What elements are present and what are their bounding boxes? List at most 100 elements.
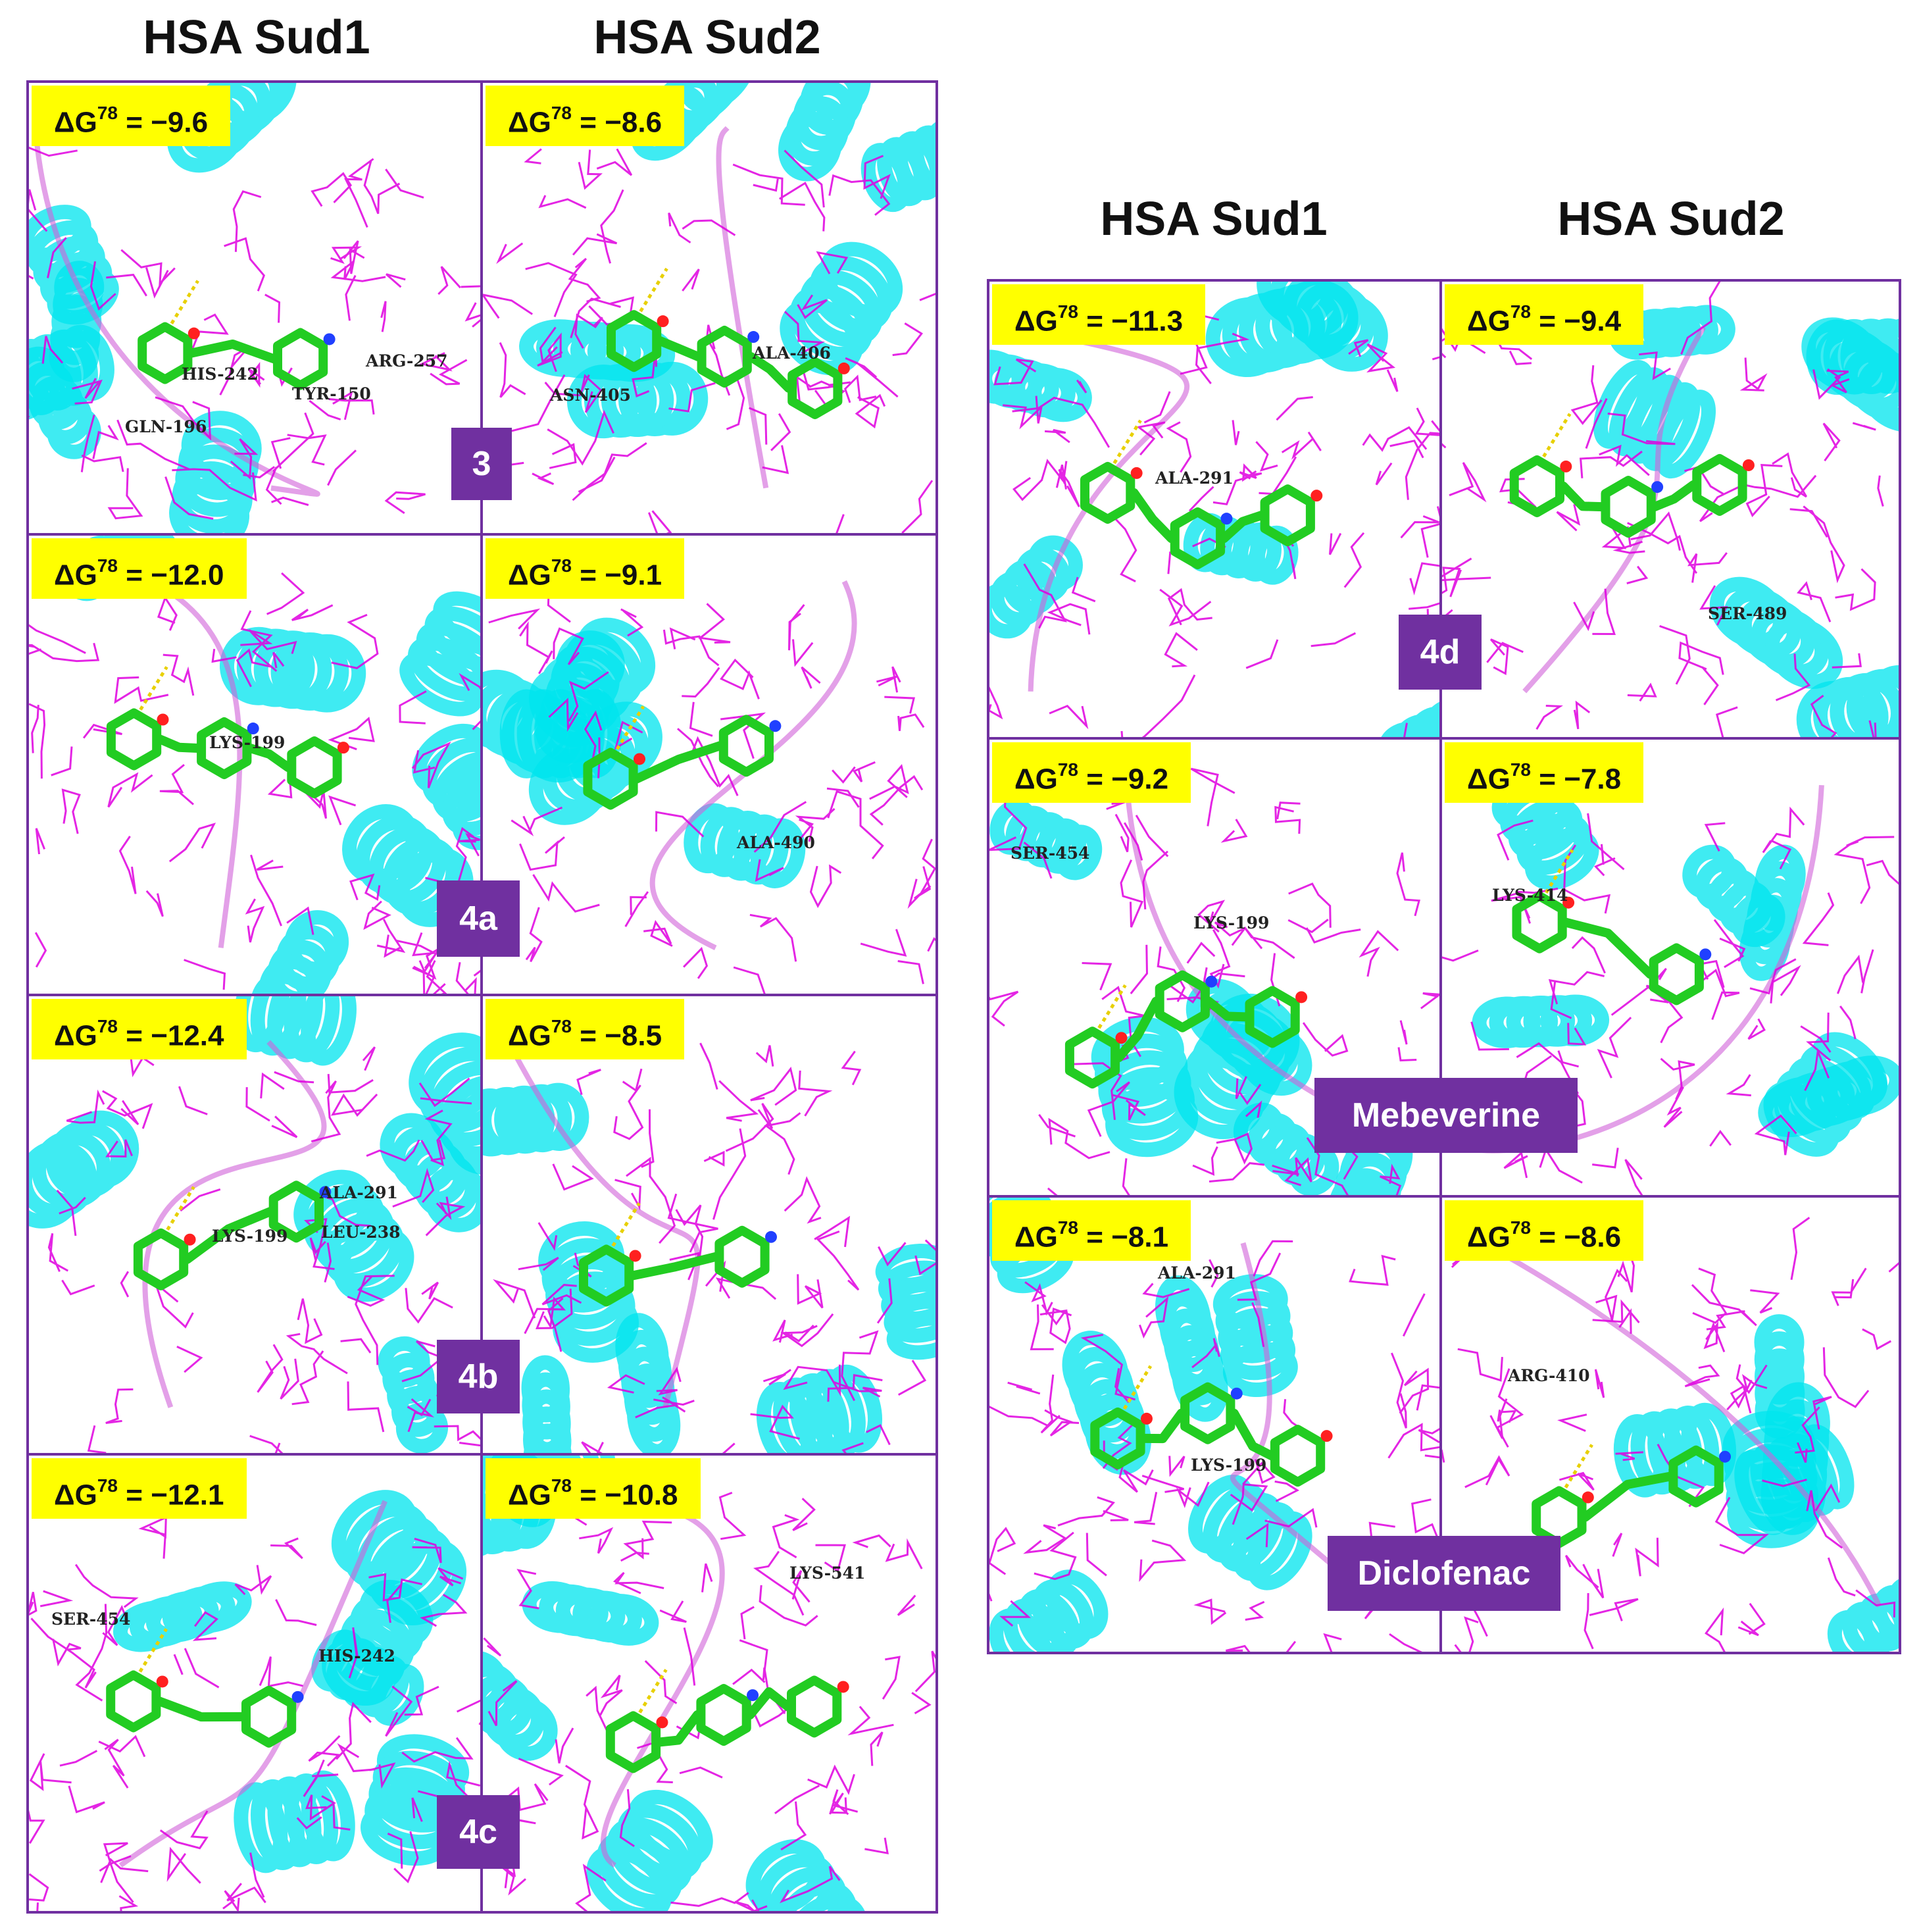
protein-helix [1722, 1411, 1820, 1548]
residue-sticks [989, 1240, 1439, 1652]
ligand-atom [657, 315, 669, 328]
ligand-atom [319, 1186, 332, 1198]
protein-helix [1754, 1314, 1805, 1439]
protein-helix [586, 1789, 713, 1911]
ligand-atom [1230, 1387, 1243, 1400]
protein-loop [716, 126, 769, 489]
docking-pose-art [29, 996, 480, 1453]
protein-loop [1230, 1242, 1383, 1609]
ligand [583, 715, 774, 810]
energy-badge: ΔG78 = −8.5 [486, 999, 685, 1059]
protein-helix [1472, 994, 1610, 1048]
protein-helix [29, 1110, 139, 1229]
protein-loop [649, 580, 857, 951]
ligand-atom [1320, 1430, 1333, 1442]
ligand-atom [765, 1231, 778, 1243]
ligand-atom [1310, 490, 1323, 502]
protein-loop [601, 1498, 725, 1868]
panel-4b-sud1: ΔG78 = −12.4 ALA-291 LYS-199 LEU-238 [26, 994, 483, 1456]
ligand-atom [629, 1250, 641, 1262]
energy-badge: ΔG78 = −8.1 [992, 1200, 1191, 1261]
protein-helix [521, 1355, 572, 1453]
ligand-atom [769, 720, 782, 732]
protein-helix [234, 1770, 355, 1873]
header-left-sud1: HSA Sud1 [143, 11, 370, 64]
residue-label: LYS-199 [209, 733, 286, 752]
ligand-atom [291, 1690, 304, 1703]
ligand [607, 310, 843, 419]
hydrogen-bond [1544, 849, 1574, 894]
docking-pose-art [483, 83, 936, 533]
protein-loop [151, 579, 243, 948]
ligand-atom [1562, 896, 1575, 909]
panel-4b-sud2: ΔG78 = −8.5 [480, 994, 938, 1456]
hydrogen-bond [1542, 413, 1572, 458]
protein-loop [1010, 324, 1190, 692]
panel-4a-sud2: ΔG78 = −9.1 ALA-490 [480, 533, 938, 996]
ligand-atom [837, 362, 850, 374]
residue-label: LEU-238 [321, 1223, 401, 1242]
ligand-atom [1742, 459, 1755, 471]
energy-badge: ΔG78 = −9.6 [32, 86, 231, 146]
ligand [1080, 461, 1315, 570]
ligand-atom [1115, 1032, 1128, 1044]
energy-badge: ΔG78 = −8.6 [1445, 1200, 1644, 1261]
residue-sticks [47, 1032, 480, 1453]
compound-label-4d: 4d [1399, 615, 1482, 690]
protein-helix [989, 1569, 1109, 1652]
ligand-atom [1205, 975, 1218, 988]
residue-sticks [29, 572, 480, 994]
ligand-atom [247, 723, 259, 735]
docking-pose-art [29, 1490, 480, 1911]
energy-badge: ΔG78 = −9.1 [486, 538, 685, 599]
residue-label: GLN-196 [125, 417, 207, 436]
hydrogen-bond [170, 280, 199, 324]
protein-helix [234, 996, 357, 1066]
residue-label: ALA-291 [1158, 1263, 1236, 1283]
energy-badge: ΔG78 = −11.3 [992, 284, 1206, 345]
energy-badge: ΔG78 = −9.4 [1445, 284, 1644, 345]
ligand-atom [184, 1233, 196, 1246]
ligand-atom [747, 1689, 759, 1702]
residue-label: TYR-150 [292, 384, 371, 403]
protein-helix [1212, 1274, 1298, 1397]
residue-label: ALA-490 [737, 833, 815, 852]
protein-helix [519, 319, 676, 382]
protein-helix [1796, 665, 1899, 737]
panel-3-sud2: ΔG78 = −8.6 ALA-406 ASN-405 [480, 80, 938, 536]
protein-helix [483, 1650, 558, 1761]
ligand-atom [656, 1716, 668, 1729]
energy-badge: ΔG78 = −9.2 [992, 742, 1191, 803]
protein-helix [778, 83, 871, 182]
panel-4c-sud2: ΔG78 = −10.8 LYS-541 [480, 1453, 938, 1914]
protein-helix [1613, 1402, 1737, 1498]
ligand-atom [156, 1675, 168, 1688]
ligand-atom [323, 333, 336, 345]
ligand-atom [837, 1681, 849, 1693]
hydrogen-bond [1122, 1365, 1153, 1410]
ligand-atom [337, 742, 349, 754]
hydrogen-bond [1097, 984, 1127, 1029]
ligand-atom [1140, 1412, 1153, 1425]
residue-label: LYS-199 [212, 1227, 288, 1246]
residue-label: ASN-405 [550, 386, 631, 405]
residue-label: ARG-410 [1508, 1366, 1590, 1385]
ligand-atom [1719, 1450, 1732, 1463]
ligand [579, 1225, 770, 1307]
protein-helix [1758, 1055, 1899, 1137]
residue-label: HIS-242 [182, 365, 259, 384]
protein-loop [118, 1500, 387, 1868]
protein-helix [1257, 282, 1388, 372]
residue-label: ARG-257 [366, 351, 448, 370]
protein-helix [745, 1839, 868, 1911]
residue-label: SER-489 [1708, 604, 1787, 623]
compound-label-mebeverine: Mebeverine [1314, 1078, 1578, 1153]
energy-badge: ΔG78 = −10.8 [486, 1458, 701, 1519]
energy-badge: ΔG78 = −12.0 [32, 538, 247, 599]
docking-pose-art [483, 1040, 936, 1453]
panel-4a-sud1: ΔG78 = −12.0 LYS-199 [26, 533, 483, 996]
protein-loop [32, 128, 320, 497]
ligand [605, 1675, 842, 1773]
ligand [1512, 891, 1704, 1005]
protein-helix [250, 910, 349, 994]
